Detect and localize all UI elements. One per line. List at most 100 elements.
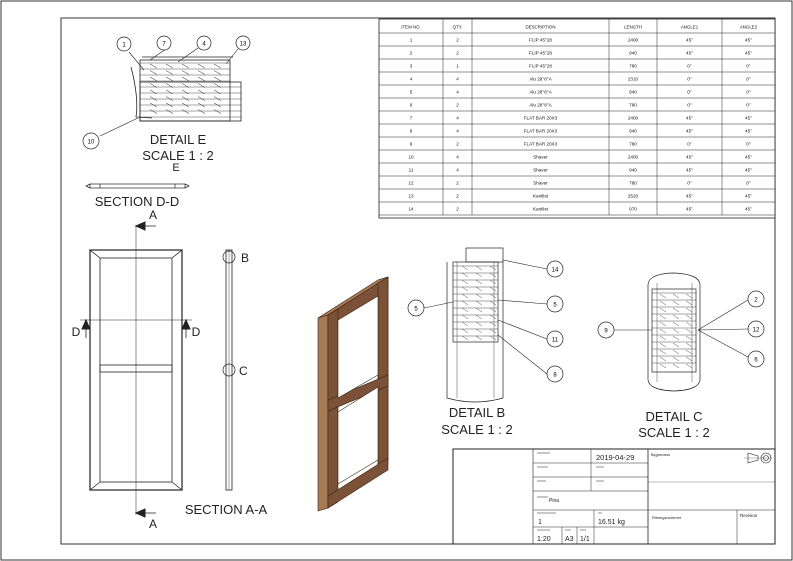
hatch-mark <box>213 89 222 95</box>
detail-c-boundary <box>647 272 701 392</box>
hatch-mark <box>475 328 483 334</box>
hatch-mark <box>475 265 483 271</box>
hatch-mark <box>165 63 174 69</box>
leader-b-5-left <box>423 301 454 309</box>
hatch-mark <box>149 109 158 114</box>
bom-cell: 940 <box>629 129 637 134</box>
bom-cell: 45° <box>745 51 752 56</box>
hatch-mark <box>461 335 469 341</box>
bom-cell: 780 <box>629 181 637 186</box>
balloon-label: 1 <box>122 43 126 49</box>
leader-b-5-right <box>497 299 548 305</box>
hatch-mark <box>165 89 174 95</box>
balloon <box>116 36 132 52</box>
balloon <box>747 320 765 338</box>
bom-cell: 0° <box>746 77 751 82</box>
hatch-mark <box>672 335 680 341</box>
miter-line <box>89 249 101 259</box>
bom-cell: 4 <box>410 77 413 82</box>
detail-marker-c: C <box>239 364 248 378</box>
hatch-mark <box>213 63 222 69</box>
hatch-mark <box>197 70 206 75</box>
balloon <box>546 295 564 313</box>
detail-b-scale: SCALE 1 : 2 <box>441 422 513 437</box>
detail-e-balloons: 1 7 4 13 10 <box>82 35 251 150</box>
hatch-mark <box>685 293 693 299</box>
bom-cell: 2400 <box>628 116 639 121</box>
hatch-mark <box>672 300 680 306</box>
iso-lower-opening <box>337 386 379 485</box>
hatch-mark <box>149 102 158 108</box>
bom-cell: 45° <box>686 194 693 199</box>
hatch-mark <box>659 356 667 362</box>
hatch-mark <box>461 279 469 285</box>
tb-revision-label: Revision <box>740 513 758 518</box>
detail-e-boundary-arc <box>130 66 153 119</box>
leader-e-4 <box>177 47 199 63</box>
hatch-mark <box>672 342 680 348</box>
bom-cell: Shaver <box>533 155 548 160</box>
hatch-mark <box>149 89 158 95</box>
hatch-mark <box>197 83 206 88</box>
side-view <box>222 249 236 491</box>
hatch-mark <box>165 96 174 101</box>
cut-label-a-top: A <box>149 208 157 222</box>
bom-cell: 4 <box>456 90 459 95</box>
bom-cell: 2 <box>456 103 459 108</box>
detail-b-title: DETAIL B <box>449 405 505 420</box>
hatch-mark <box>165 109 174 114</box>
detail-c-scale: SCALE 1 : 2 <box>638 425 710 440</box>
detail-b-layer-lines <box>453 265 498 341</box>
hatch-mark <box>475 314 483 320</box>
bom-cell: 4 <box>456 129 459 134</box>
bom-cell: 970 <box>629 207 637 212</box>
hatch-mark <box>181 63 190 69</box>
hatch-mark <box>489 335 497 341</box>
leader-b-14 <box>502 259 548 270</box>
hatch-mark <box>181 76 190 82</box>
bom-cell: 0° <box>746 181 751 186</box>
hatch-mark <box>165 76 174 82</box>
hatch-mark <box>672 307 680 313</box>
bom-cell: 5 <box>410 90 413 95</box>
balloon-label: 8 <box>553 373 557 379</box>
bom-header-cell: DESCRIPTION <box>525 25 555 30</box>
hatch-mark <box>685 363 693 369</box>
bom-cell: 0° <box>687 77 692 82</box>
bom-cell: 0° <box>687 90 692 95</box>
miter-line <box>171 481 183 491</box>
hatch-mark <box>461 307 469 313</box>
hatch-mark <box>461 265 469 271</box>
tb-date: 2019-04-29 <box>596 453 634 462</box>
leader-c-12 <box>697 328 749 331</box>
bom-cell: FLAT BAR 20X3 <box>524 116 558 121</box>
hatch-mark <box>461 300 469 306</box>
hatch-mark <box>475 293 483 299</box>
bom-cell: 2310 <box>628 77 639 82</box>
section-aa-title: SECTION A-A <box>185 502 268 517</box>
hatch-mark <box>181 89 190 95</box>
section-arrows <box>81 221 191 518</box>
bom-cell: 2400 <box>628 155 639 160</box>
balloon-label: 10 <box>88 140 95 146</box>
balloon-label: 12 <box>753 328 760 334</box>
balloon-label: 7 <box>162 42 166 48</box>
bom-cell: 6 <box>410 103 413 108</box>
leader-e-7 <box>149 48 167 61</box>
hatch-mark <box>181 83 190 88</box>
hatch-mark <box>475 286 483 292</box>
balloon <box>546 365 564 383</box>
bom-cell: 0° <box>746 64 751 69</box>
tb-size: A3 <box>565 536 574 543</box>
tb-sheet-label: 1 <box>538 519 542 526</box>
hatch-mark <box>213 70 222 75</box>
hatch-mark <box>659 363 667 369</box>
title-block-text: 2019-04-29 Bygnmanu Pina 1 16.51 kg 1:20… <box>537 452 758 543</box>
balloon <box>196 35 212 51</box>
hatch-mark <box>685 349 693 355</box>
hatch-mark <box>672 363 680 369</box>
iso-upper-opening <box>337 295 379 399</box>
bom-cell: 11 <box>409 168 414 173</box>
